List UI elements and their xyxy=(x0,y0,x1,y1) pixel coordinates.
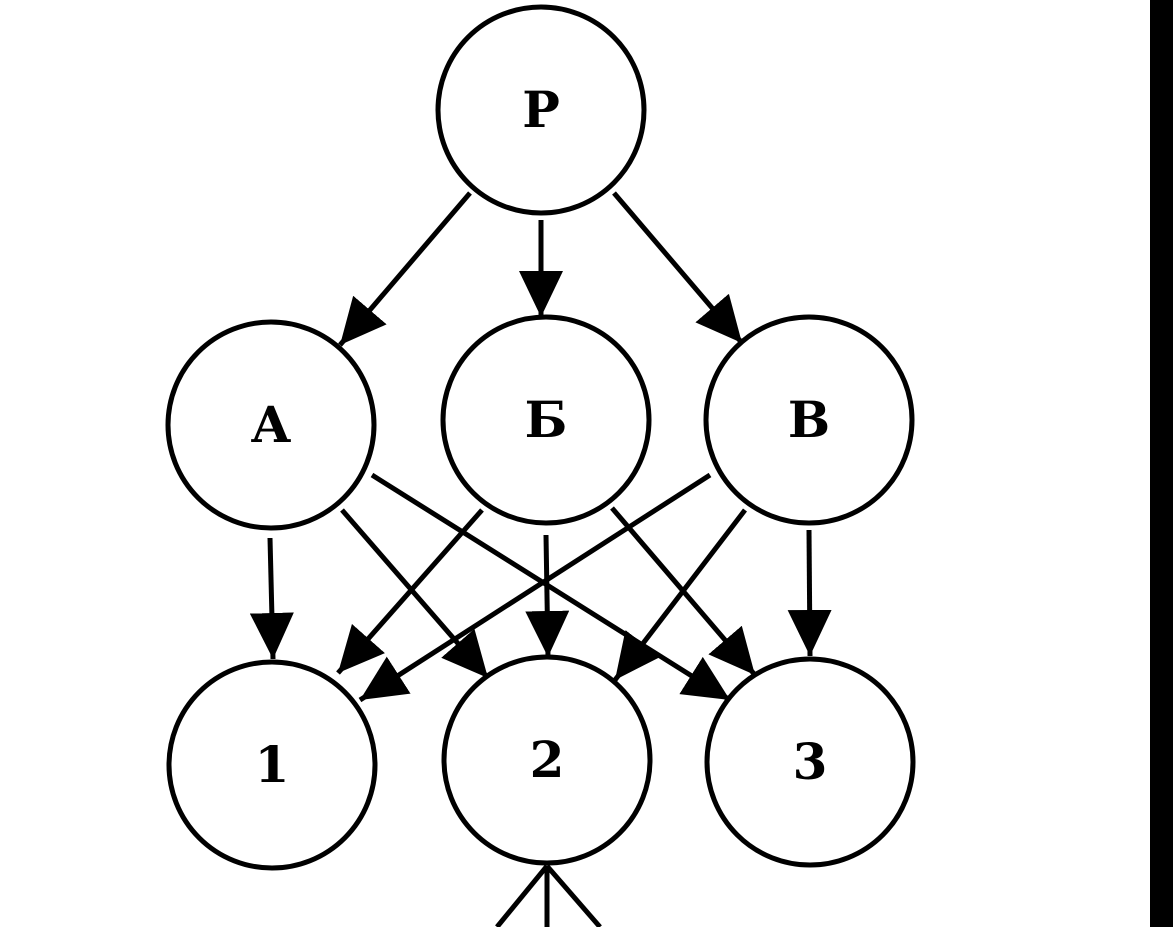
edges-layer xyxy=(249,191,832,927)
node-B6: Б xyxy=(440,314,652,526)
edge-V-to-n1 xyxy=(358,472,712,703)
node-label: В xyxy=(788,390,830,449)
node-n3: 3 xyxy=(704,656,916,868)
right-border-bar xyxy=(1150,0,1173,927)
node-label: 3 xyxy=(793,732,828,791)
node-n2: 2 xyxy=(441,654,653,866)
node-A: А xyxy=(165,319,377,531)
edge-B6-to-n1 xyxy=(336,508,484,675)
node-label: 2 xyxy=(530,730,565,789)
nodes-layer: P А Б В 1 2 3 xyxy=(165,4,916,871)
edge-P-to-V xyxy=(612,191,744,345)
edge-P-to-A xyxy=(338,191,472,347)
node-label: 1 xyxy=(255,735,290,794)
node-circle xyxy=(441,654,653,866)
edge-A-to-n3 xyxy=(370,472,732,703)
edge-V-to-n2 xyxy=(613,508,747,682)
edge-B6-to-n2 xyxy=(525,534,570,658)
node-V: В xyxy=(703,314,915,526)
edge-A-to-n1 xyxy=(249,537,294,660)
incoming-edge-n2-3 xyxy=(545,864,602,927)
edge-A-to-n2 xyxy=(340,508,490,680)
node-n1: 1 xyxy=(166,659,378,871)
node-circle xyxy=(704,656,916,868)
node-circle xyxy=(435,4,647,216)
node-circle xyxy=(165,319,377,531)
node-label: P xyxy=(522,80,560,139)
node-P: P xyxy=(435,4,647,216)
incoming-edge-n2-1 xyxy=(495,864,549,927)
node-circle xyxy=(440,314,652,526)
node-circle xyxy=(703,314,915,526)
node-label: Б xyxy=(525,390,568,449)
node-circle xyxy=(166,659,378,871)
edge-V-to-n3 xyxy=(787,529,832,657)
node-label: А xyxy=(251,395,292,454)
